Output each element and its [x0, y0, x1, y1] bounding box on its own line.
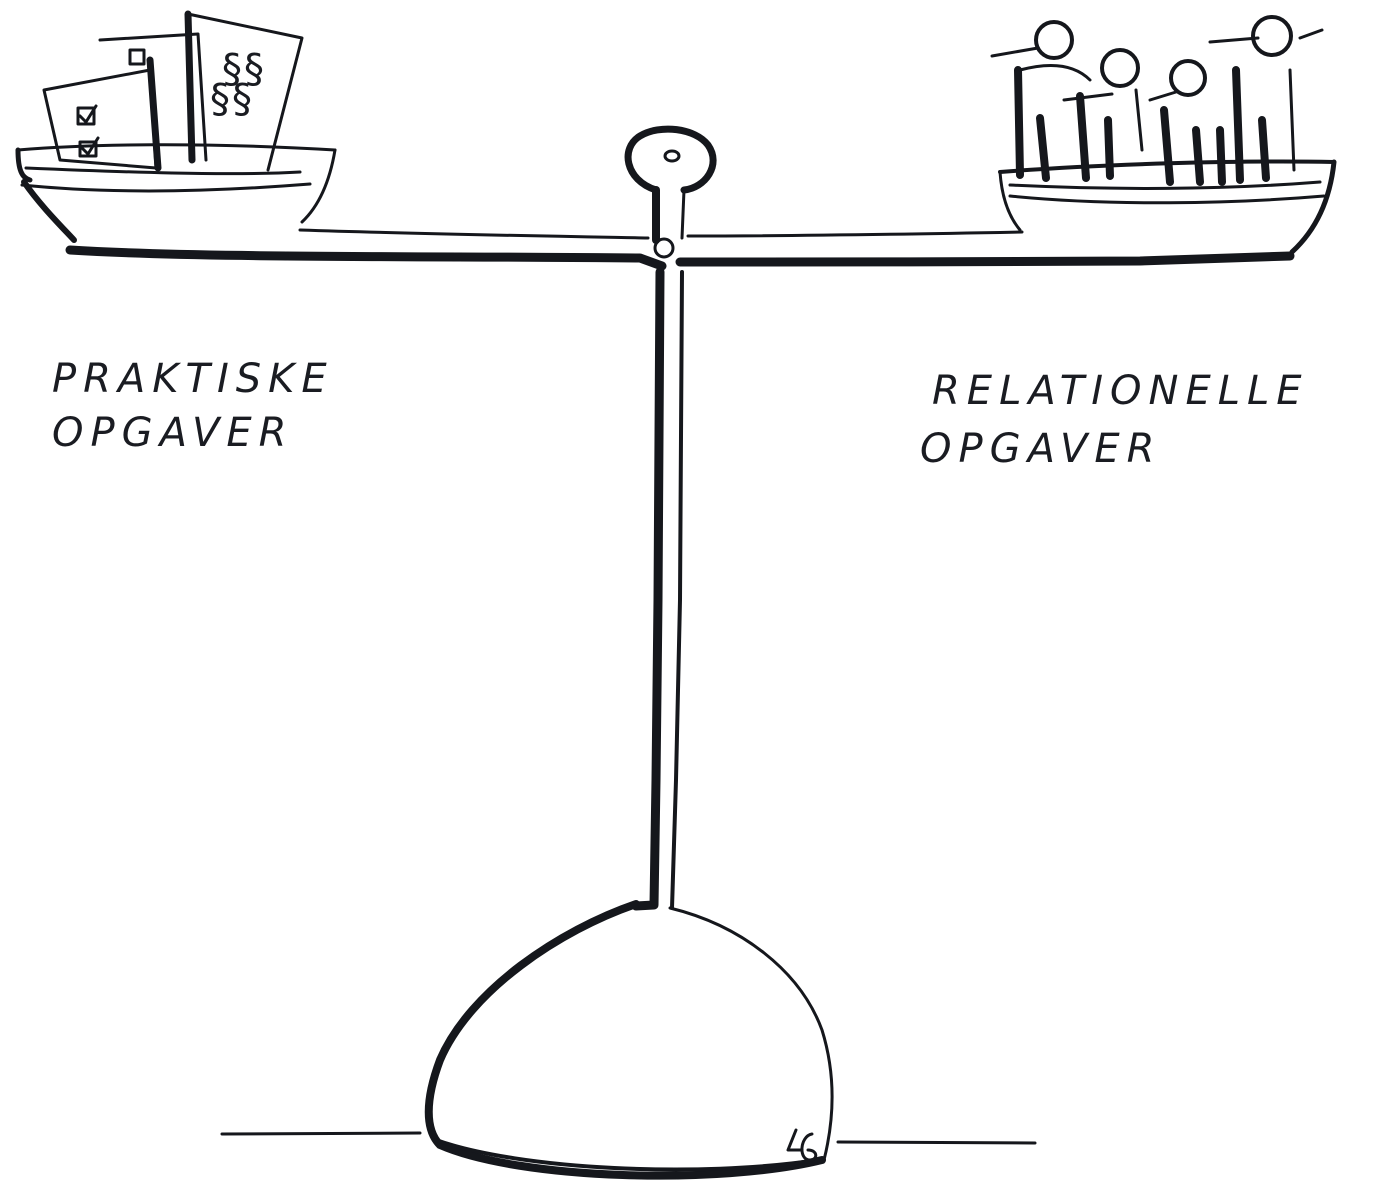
artist-signature: [788, 1130, 816, 1160]
svg-text:§§: §§: [210, 76, 254, 122]
scale-post: [636, 272, 682, 908]
left-label: PRAKTISKE OPGAVER: [52, 356, 334, 456]
right-label-line2: OPGAVER: [920, 426, 1161, 472]
people-group: [992, 17, 1322, 182]
scale-base: [429, 904, 832, 1176]
ground-line: [222, 1133, 1035, 1143]
right-label: RELATIONELLE OPGAVER: [920, 368, 1309, 472]
left-label-line1: PRAKTISKE: [52, 356, 334, 402]
left-label-line2: OPGAVER: [52, 410, 293, 456]
right-label-line1: RELATIONELLE: [932, 368, 1309, 414]
pivot-knob: [628, 129, 713, 240]
scale-beam: [70, 230, 1290, 266]
